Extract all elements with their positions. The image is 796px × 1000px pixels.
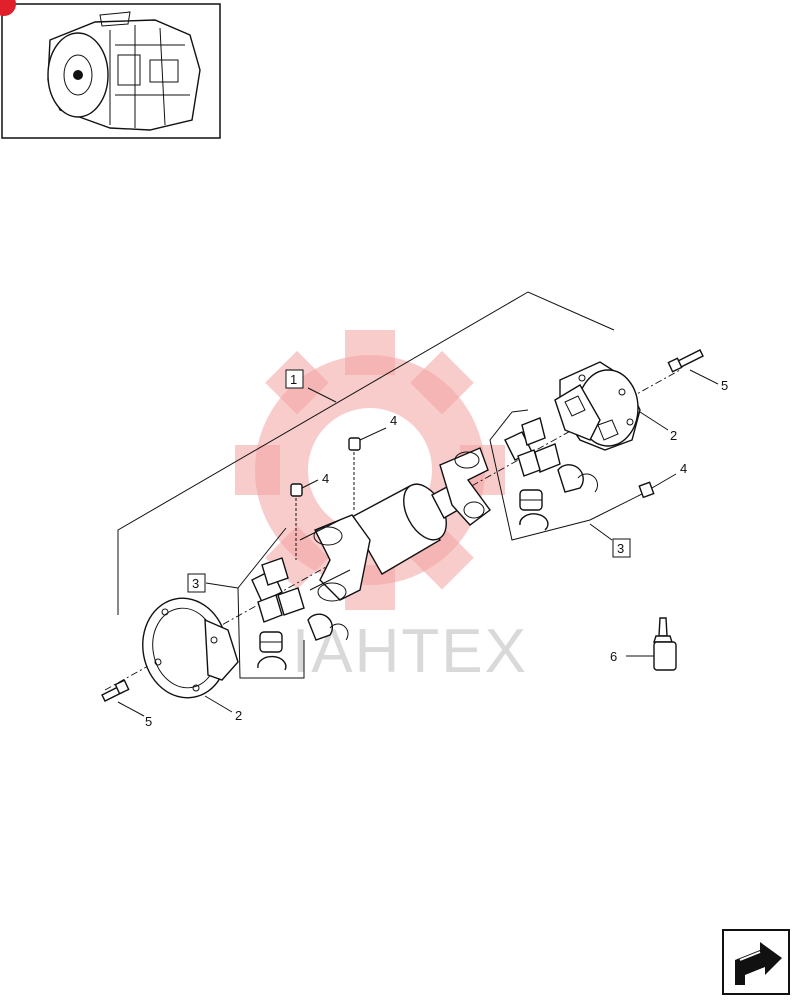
callout-3-left: 3 [192, 576, 199, 591]
grease-fitting-left [290, 483, 303, 560]
assembly-bracket: 1 [117, 291, 615, 615]
callout-4-left: 4 [322, 471, 329, 486]
bolt-right [667, 349, 704, 373]
flange-yoke-left [142, 597, 239, 699]
corner-badge [0, 0, 16, 16]
next-page-arrow-icon[interactable] [722, 929, 790, 995]
callout-3-right: 3 [617, 541, 624, 556]
callout-1: 1 [290, 372, 297, 387]
driveshaft-tube [299, 447, 491, 602]
callout-5-right: 5 [721, 378, 728, 393]
transmission-thumbnail [1, 3, 221, 139]
callout-4-right: 4 [680, 461, 687, 476]
bolt-left [101, 679, 130, 702]
callout-5-left: 5 [145, 714, 152, 729]
grease-tube [653, 617, 677, 671]
flange-yoke-right [554, 361, 641, 451]
ujoint-kit-left [237, 527, 349, 679]
grease-fitting-right [638, 481, 655, 499]
ujoint-kit-right [489, 409, 651, 541]
callout-2-left: 2 [235, 708, 242, 723]
grease-fitting-center [348, 437, 361, 510]
callout-4-center: 4 [390, 413, 397, 428]
callout-2-right: 2 [670, 428, 677, 443]
callout-6: 6 [610, 649, 617, 664]
